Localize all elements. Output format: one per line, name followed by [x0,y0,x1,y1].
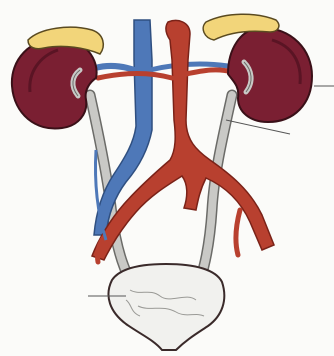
urinary-bladder [108,264,224,350]
left-kidney [12,38,97,129]
leader-line-right-ureter [226,120,290,134]
right-kidney [228,28,312,122]
right-iliac-branch [236,210,240,255]
right-renal-artery [186,70,232,74]
